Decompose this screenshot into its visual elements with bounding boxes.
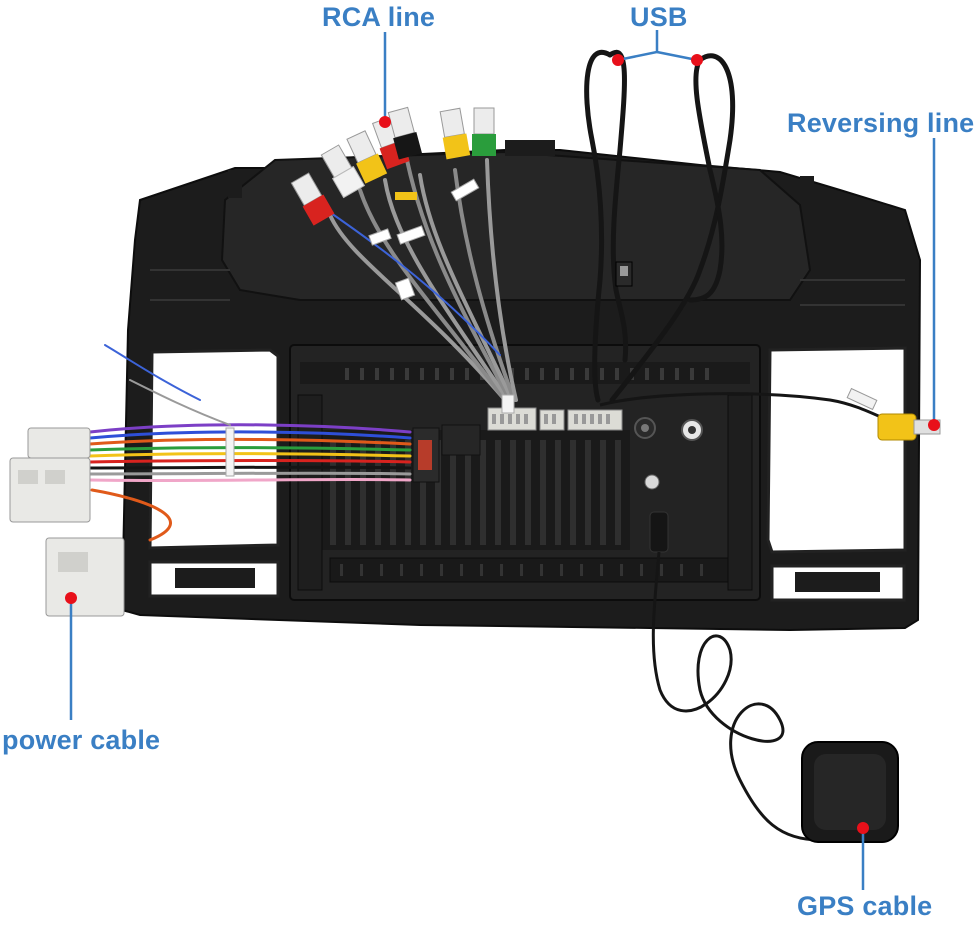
head-unit (289, 344, 761, 601)
callout-lines (69, 30, 936, 890)
rca-plugs (290, 106, 496, 226)
power-harness (88, 344, 412, 542)
reversing-line-label: Reversing line (787, 108, 975, 138)
callout-dots (65, 54, 940, 834)
power-cable-label: power cable (2, 725, 161, 755)
cable-tags (368, 178, 480, 301)
reversing-cable (599, 387, 941, 441)
usb-label: USB (630, 2, 688, 32)
gps-cable (651, 551, 899, 843)
gps-cable-label: GPS cable (797, 891, 933, 921)
usb-cables (584, 50, 736, 403)
rca-line-label: RCA line (322, 2, 436, 32)
